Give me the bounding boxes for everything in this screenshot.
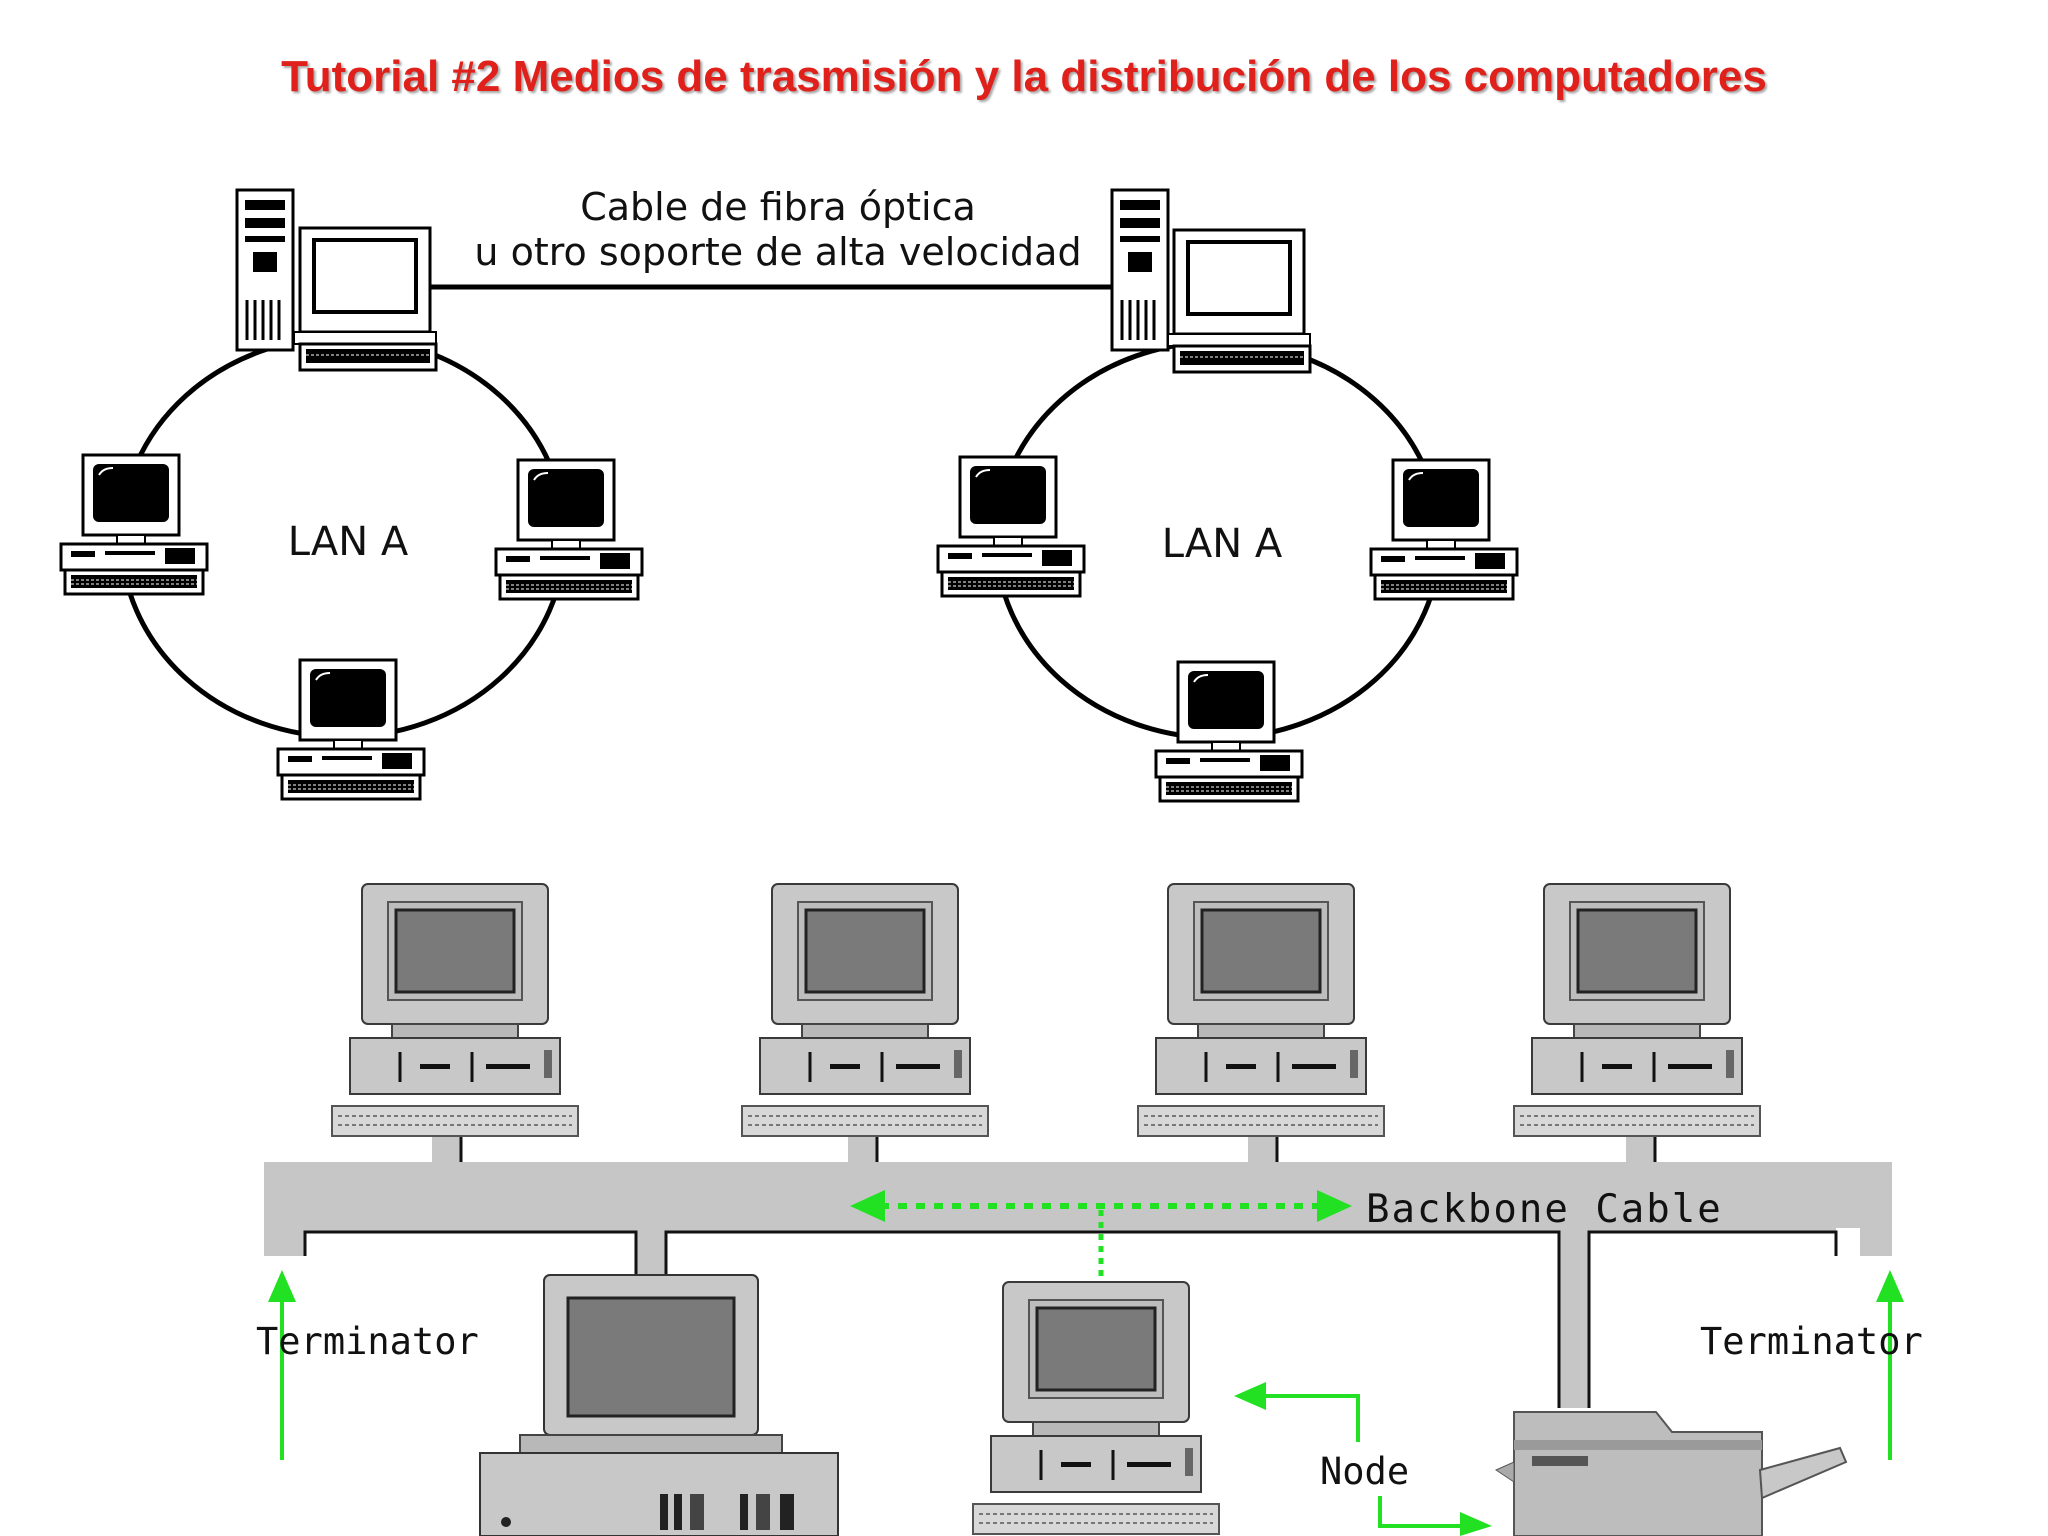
backbone-label: Backbone Cable bbox=[1366, 1187, 1723, 1232]
terminator-right-label: Terminator bbox=[1700, 1320, 1923, 1363]
terminator-left-arrow-head bbox=[268, 1270, 296, 1302]
workstation-left-ring-east bbox=[494, 458, 644, 601]
page-title: Tutorial #2 Medios de trasmisión y la di… bbox=[281, 52, 1767, 101]
lan-left-label: LAN A bbox=[288, 519, 409, 565]
workstation-right-ring-east bbox=[1369, 458, 1519, 601]
node-arrow-up-head bbox=[1234, 1382, 1266, 1410]
server-monitor-right bbox=[1166, 228, 1312, 374]
bus-desktop-case bbox=[479, 1452, 839, 1536]
signal-arrow-left-head bbox=[850, 1190, 885, 1222]
terminator-right-arrow-head bbox=[1876, 1270, 1904, 1302]
drop-line-2 bbox=[848, 1134, 876, 1164]
node-arrow-down-line bbox=[1378, 1496, 1464, 1528]
bus-workstation-4 bbox=[1512, 882, 1762, 1138]
fiber-label-line1: Cable de fibra óptica bbox=[580, 185, 976, 229]
server-tower-right bbox=[1110, 188, 1170, 352]
signal-arrow-right-head bbox=[1317, 1190, 1352, 1222]
backbone-cable bbox=[264, 1162, 1892, 1408]
drop-line-1 bbox=[432, 1134, 460, 1164]
node-label: Node bbox=[1320, 1450, 1409, 1493]
server-tower-left bbox=[235, 188, 295, 352]
drop-line-4 bbox=[1626, 1134, 1654, 1164]
bus-node-workstation bbox=[971, 1280, 1221, 1536]
printer bbox=[1494, 1411, 1848, 1536]
workstation-left-ring-west bbox=[59, 453, 209, 596]
backbone-cable-edge bbox=[303, 1230, 1838, 1408]
node-arrow-down-head bbox=[1460, 1512, 1492, 1536]
lan-right-label: LAN A bbox=[1162, 521, 1283, 567]
workstation-right-ring-west bbox=[936, 455, 1086, 598]
bus-workstation-3 bbox=[1136, 882, 1386, 1138]
drop-line-3 bbox=[1248, 1134, 1276, 1164]
terminator-left-label: Terminator bbox=[256, 1320, 479, 1363]
server-monitor-left bbox=[292, 226, 438, 372]
bus-workstation-1 bbox=[330, 882, 580, 1138]
node-arrow-up-line bbox=[1262, 1394, 1360, 1442]
bus-workstation-2 bbox=[740, 882, 990, 1138]
fiber-label-line2: u otro soporte de alta velocidad bbox=[474, 230, 1081, 274]
